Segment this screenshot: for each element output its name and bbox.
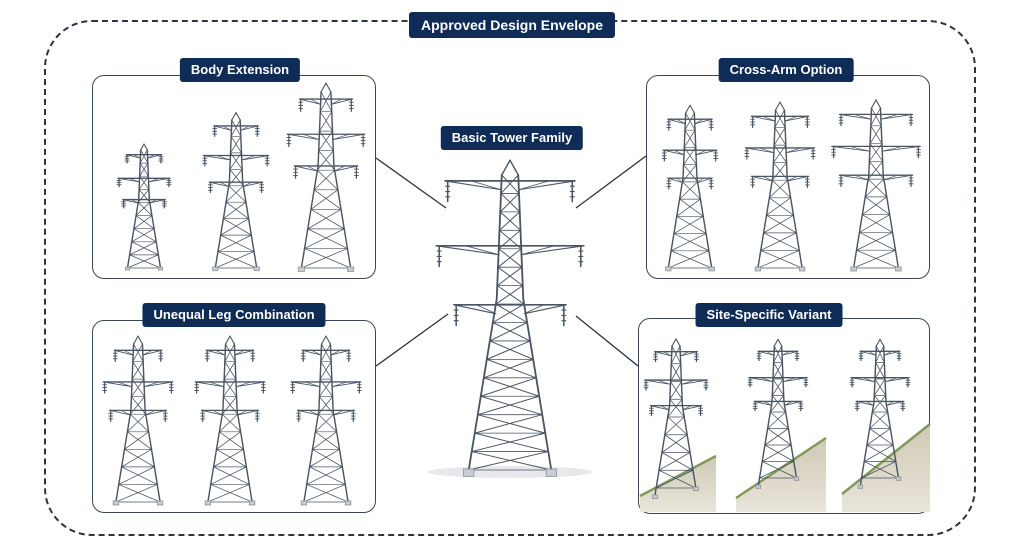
body-extension-tower-3 — [286, 82, 366, 272]
unequal-leg-tower-2 — [194, 335, 266, 506]
unequal-leg-label: Unequal Leg Combination — [142, 303, 326, 327]
site-specific-tower-1 — [643, 338, 709, 499]
body-extension-label: Body Extension — [179, 58, 301, 82]
unequal-leg-tower-3 — [290, 335, 362, 506]
site-specific-tower-2 — [747, 338, 809, 489]
unequal-leg-tower-1 — [102, 335, 174, 506]
basic-tower-illustration — [435, 159, 585, 477]
cross-arm-tower-3 — [831, 99, 921, 272]
basic-tower-family-label: Basic Tower Family — [440, 126, 584, 150]
site-specific-label: Site-Specific Variant — [695, 303, 843, 327]
site-specific-tower-3 — [849, 338, 911, 489]
cross-arm-option-label: Cross-Arm Option — [718, 58, 854, 82]
cross-arm-tower-1 — [661, 104, 719, 272]
envelope-title: Approved Design Envelope — [408, 12, 616, 38]
connector-lines — [375, 155, 647, 367]
terrain-slope-1 — [640, 456, 716, 512]
terrain-layer — [639, 423, 931, 512]
body-extension-tower-2 — [202, 112, 270, 272]
tower-drawings — [102, 82, 921, 506]
unequal-leg-panel — [92, 320, 376, 513]
terrain-slope-3 — [842, 424, 930, 512]
terrain-slope-2 — [736, 438, 826, 512]
body-extension-tower-1 — [116, 143, 172, 271]
cross-arm-tower-2 — [744, 101, 816, 272]
